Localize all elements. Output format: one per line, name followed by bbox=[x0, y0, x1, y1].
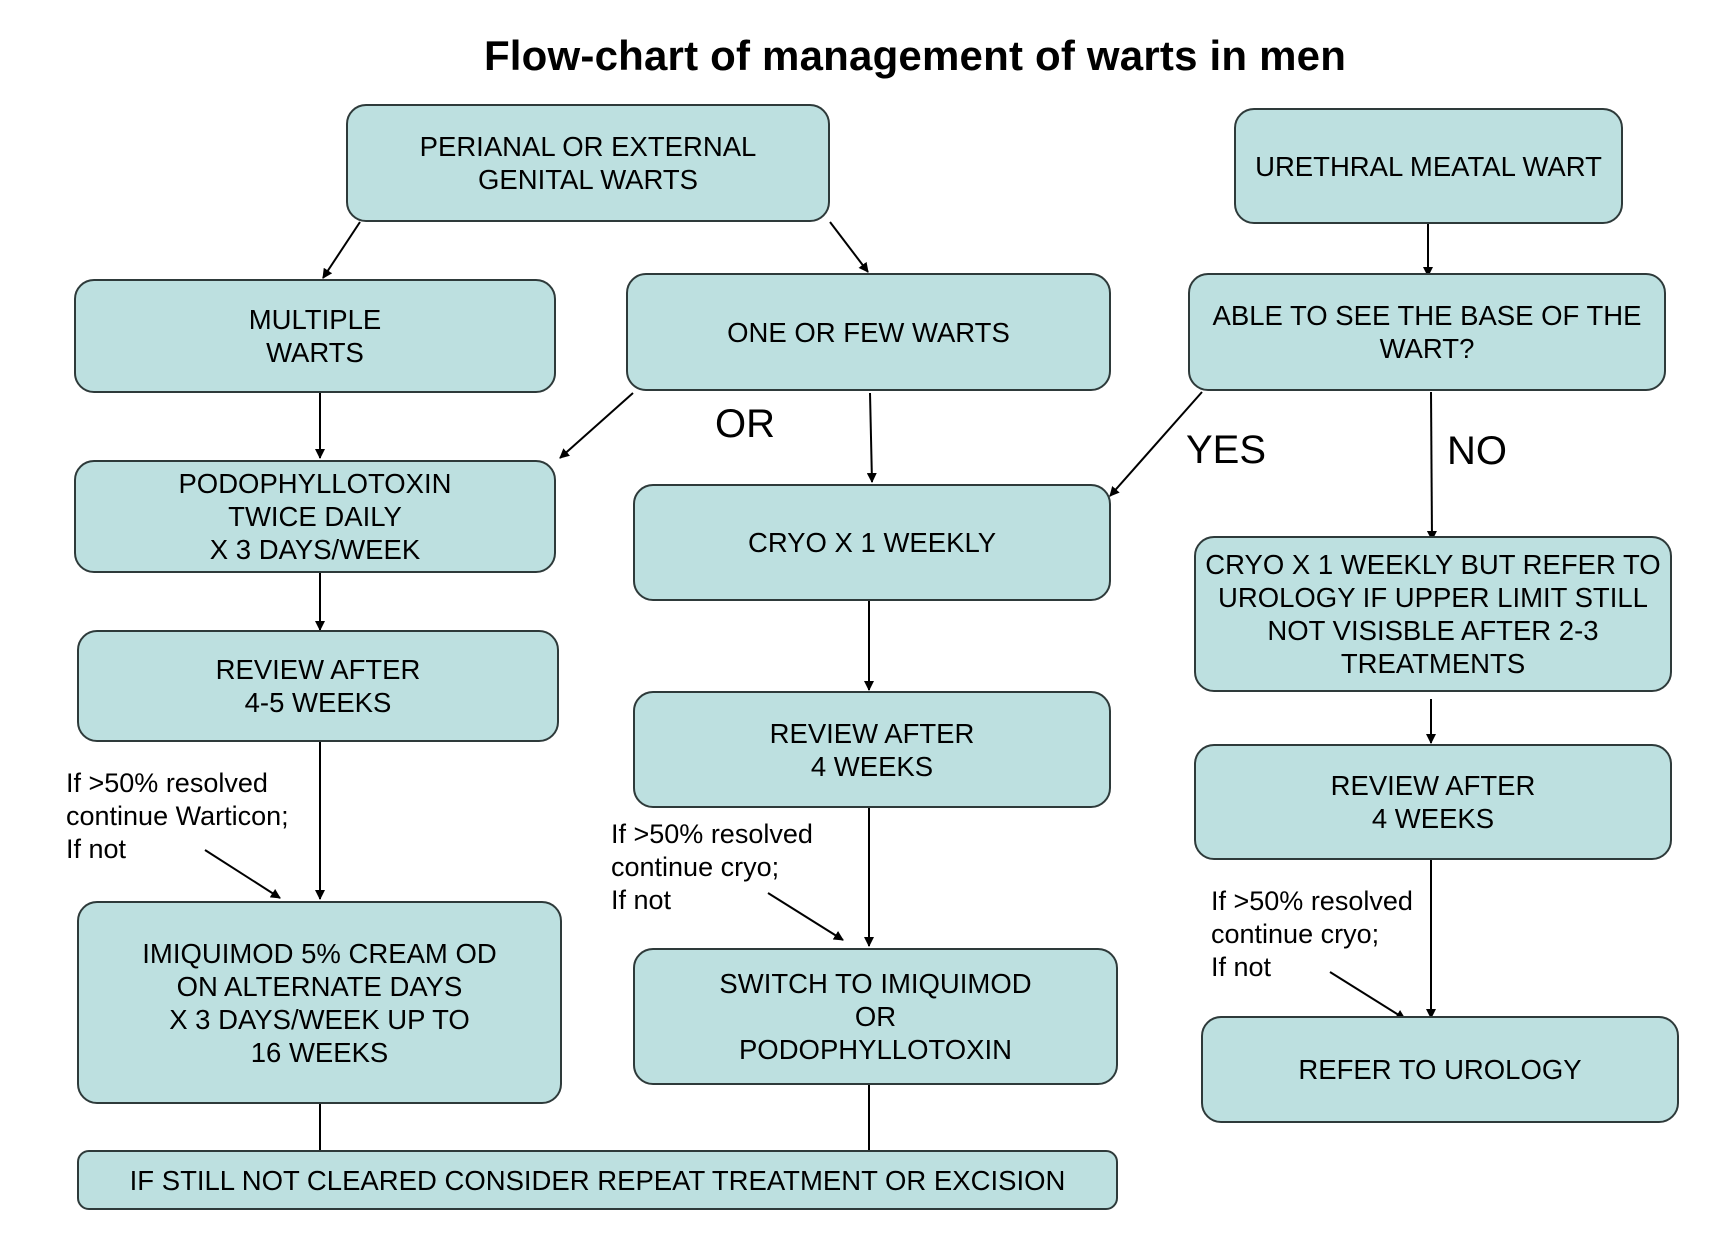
note-right-resolved: If >50% resolved continue cryo; If not bbox=[1211, 886, 1413, 982]
box-refer-to-urology: REFER TO UROLOGY bbox=[1201, 1016, 1679, 1123]
box-text: MULTIPLE WARTS bbox=[248, 304, 382, 368]
box-able-to-see-base: ABLE TO SEE THE BASE OF THE WART? bbox=[1188, 273, 1666, 391]
box-urethral-meatal-wart: URETHRAL MEATAL WART bbox=[1234, 108, 1623, 224]
box-review-4-weeks-right: REVIEW AFTER 4 WEEKS bbox=[1194, 744, 1672, 860]
box-text: PODOPHYLLOTOXIN TWICE DAILY X 3 DAYS/WEE… bbox=[178, 468, 452, 565]
box-one-or-few-warts: ONE OR FEW WARTS bbox=[626, 273, 1111, 391]
box-cryo-refer-urology: CRYO X 1 WEEKLY BUT REFER TO UROLOGY IF … bbox=[1194, 536, 1672, 692]
box-multiple-warts: MULTIPLE WARTS bbox=[74, 279, 556, 393]
box-text: SWITCH TO IMIQUIMOD OR PODOPHYLLOTOXIN bbox=[719, 968, 1032, 1065]
box-review-4-5-weeks: REVIEW AFTER 4-5 WEEKS bbox=[77, 630, 559, 742]
arrow-note-right bbox=[1329, 971, 1406, 1020]
arrow-one-few-to-cryo bbox=[866, 392, 877, 483]
note-left-resolved: If >50% resolved continue Warticon; If n… bbox=[66, 768, 289, 864]
box-text: PERIANAL OR EXTERNAL GENITAL WARTS bbox=[419, 131, 757, 195]
label-yes: YES bbox=[1186, 428, 1267, 472]
arrow-perianal-to-one-few bbox=[829, 221, 869, 273]
box-review-4-weeks-middle: REVIEW AFTER 4 WEEKS bbox=[633, 691, 1111, 808]
box-text: CRYO X 1 WEEKLY BUT REFER TO UROLOGY IF … bbox=[1205, 549, 1661, 679]
box-text: ABLE TO SEE THE BASE OF THE WART? bbox=[1212, 300, 1642, 364]
box-text: REVIEW AFTER 4 WEEKS bbox=[769, 717, 975, 782]
arrow-able-see-yes-to-cryo bbox=[1109, 391, 1203, 497]
label-or: OR bbox=[715, 402, 775, 446]
box-text: ONE OR FEW WARTS bbox=[727, 316, 1010, 348]
box-text: URETHRAL MEATAL WART bbox=[1255, 150, 1602, 182]
box-switch-treatment: SWITCH TO IMIQUIMOD OR PODOPHYLLOTOXIN bbox=[633, 948, 1118, 1085]
box-text: REVIEW AFTER 4 WEEKS bbox=[1330, 770, 1536, 834]
arrow-perianal-to-multiple bbox=[322, 221, 361, 279]
box-text: CRYO X 1 WEEKLY bbox=[747, 527, 997, 558]
box-text: IMIQUIMOD 5% CREAM OD ON ALTERNATE DAYS … bbox=[142, 937, 497, 1068]
box-perianal-genital-warts: PERIANAL OR EXTERNAL GENITAL WARTS bbox=[346, 104, 830, 222]
box-text: IF STILL NOT CLEARED CONSIDER REPEAT TRE… bbox=[129, 1164, 1066, 1196]
box-text: REVIEW AFTER 4-5 WEEKS bbox=[215, 654, 421, 718]
box-podophyllotoxin: PODOPHYLLOTOXIN TWICE DAILY X 3 DAYS/WEE… bbox=[74, 460, 556, 573]
box-still-not-cleared: IF STILL NOT CLEARED CONSIDER REPEAT TRE… bbox=[77, 1150, 1118, 1210]
arrow-note-left bbox=[204, 849, 281, 899]
box-cryo-weekly: CRYO X 1 WEEKLY bbox=[633, 484, 1111, 601]
arrow-note-middle bbox=[767, 892, 844, 941]
arrow-able-see-no-to-cryo-refer bbox=[1426, 391, 1437, 541]
box-text: REFER TO UROLOGY bbox=[1298, 1054, 1582, 1085]
arrow-one-few-to-podophyllotoxin bbox=[559, 392, 634, 459]
box-imiquimod: IMIQUIMOD 5% CREAM OD ON ALTERNATE DAYS … bbox=[77, 901, 562, 1104]
note-middle-resolved: If >50% resolved continue cryo; If not bbox=[611, 819, 813, 915]
chart-title: Flow-chart of management of warts in men bbox=[483, 32, 1347, 79]
label-no: NO bbox=[1447, 429, 1507, 473]
